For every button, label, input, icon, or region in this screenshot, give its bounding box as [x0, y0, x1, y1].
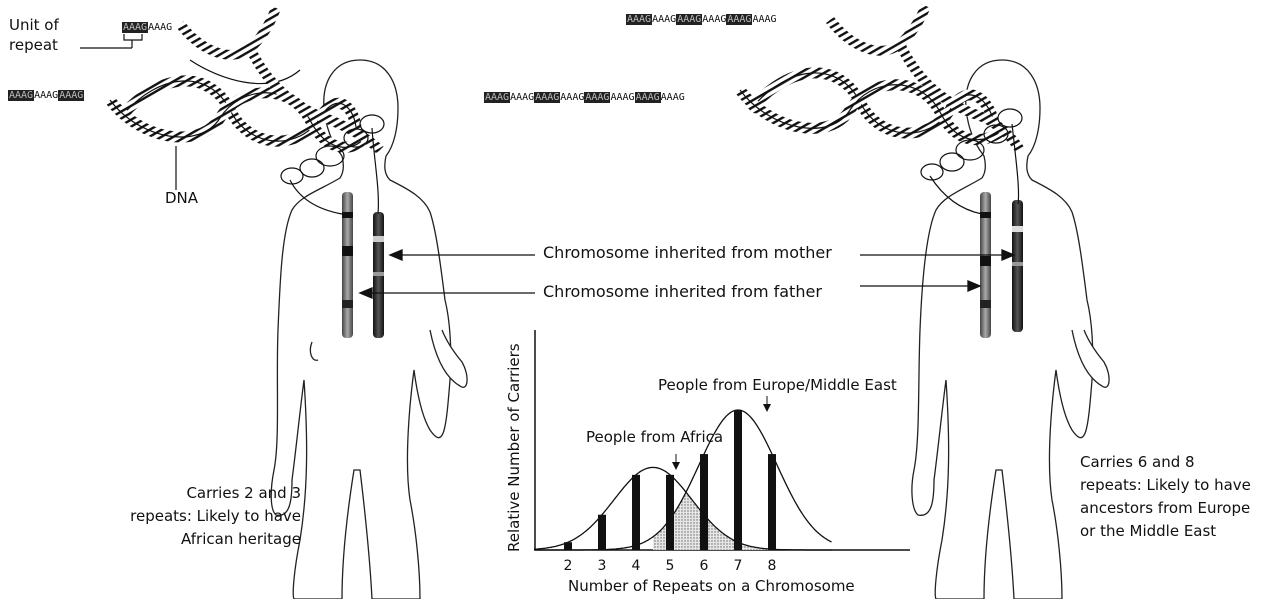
right-caption-line3: ancestors from Europe — [1080, 499, 1250, 518]
repeat-unit-block: AAAG — [584, 92, 610, 103]
distribution-bar-3 — [598, 515, 606, 550]
x-tick-label: 7 — [734, 558, 743, 574]
right-caption-line4: or the Middle East — [1080, 522, 1216, 541]
repeat-unit-block: AAAG — [8, 90, 34, 101]
chart-y-axis-label: Relative Number of Carriers — [505, 343, 524, 552]
spacer-sequence: AAAG — [752, 14, 776, 25]
x-tick-label: 6 — [700, 558, 709, 574]
unit-of-repeat-label-line1: Unit of — [9, 16, 59, 35]
left-caption-line1: Carries 2 and 3 — [96, 484, 301, 503]
spacer-sequence: AAAG — [661, 92, 685, 103]
repeat-distribution-chart: 2 3 4 5 6 7 8 — [534, 330, 910, 574]
repeat-unit-block: AAAG — [484, 92, 510, 103]
repeat-unit-block: AAAG — [676, 14, 702, 25]
left-caption-line3: African heritage — [96, 530, 301, 549]
spacer-sequence: AAAG — [510, 92, 534, 103]
spacer-sequence: AAAG — [610, 92, 634, 103]
repeat-unit-block: AAAG — [626, 14, 652, 25]
x-tick-label: 8 — [768, 558, 777, 574]
unit-repeat-sequence: AAAGAAAG — [122, 22, 172, 33]
x-tick-label: 5 — [666, 558, 675, 574]
repeat-unit-block: AAAG — [726, 14, 752, 25]
distribution-bar-5 — [666, 475, 674, 550]
father-chromosome-label: Chromosome inherited from father — [543, 282, 822, 301]
distribution-bar-7 — [734, 410, 742, 550]
middle-repeat-sequence: AAAGAAAGAAAGAAAGAAAGAAAGAAAGAAAG — [484, 92, 685, 103]
x-tick-label: 3 — [598, 558, 607, 574]
spacer-sequence: AAAG — [702, 14, 726, 25]
series-label-europe: People from Europe/Middle East — [658, 376, 897, 395]
left-caption-line2: repeats: Likely to have — [96, 507, 301, 526]
top-right-repeat-sequence: AAAGAAAGAAAGAAAGAAAGAAAG — [626, 14, 777, 25]
dna-label: DNA — [165, 189, 198, 208]
x-tick-label: 4 — [632, 558, 641, 574]
distribution-bar-6 — [700, 454, 708, 550]
x-tick-label: 2 — [564, 558, 573, 574]
repeat-unit-block: AAAG — [58, 90, 84, 101]
repeat-unit-block: AAAG — [122, 22, 148, 33]
unit-of-repeat-label-line2: repeat — [9, 36, 58, 55]
spacer-sequence: AAAG — [652, 14, 676, 25]
distribution-bar-8 — [768, 454, 776, 550]
repeat-unit-block: AAAG — [635, 92, 661, 103]
left-repeat-sequence: AAAGAAAGAAAG — [8, 90, 84, 101]
right-caption-line2: repeats: Likely to have — [1080, 476, 1251, 495]
right-caption-line1: Carries 6 and 8 — [1080, 453, 1195, 472]
distribution-bar-4 — [632, 475, 640, 550]
repeat-unit-block: AAAG — [534, 92, 560, 103]
series-label-africa: People from Africa — [586, 428, 723, 447]
chart-x-axis-label: Number of Repeats on a Chromosome — [568, 577, 855, 596]
spacer-sequence: AAAG — [148, 22, 172, 33]
spacer-sequence: AAAG — [560, 92, 584, 103]
unit-repeat-bracket — [80, 34, 142, 48]
spacer-sequence: AAAG — [34, 90, 58, 101]
mother-chromosome-label: Chromosome inherited from mother — [543, 243, 832, 262]
